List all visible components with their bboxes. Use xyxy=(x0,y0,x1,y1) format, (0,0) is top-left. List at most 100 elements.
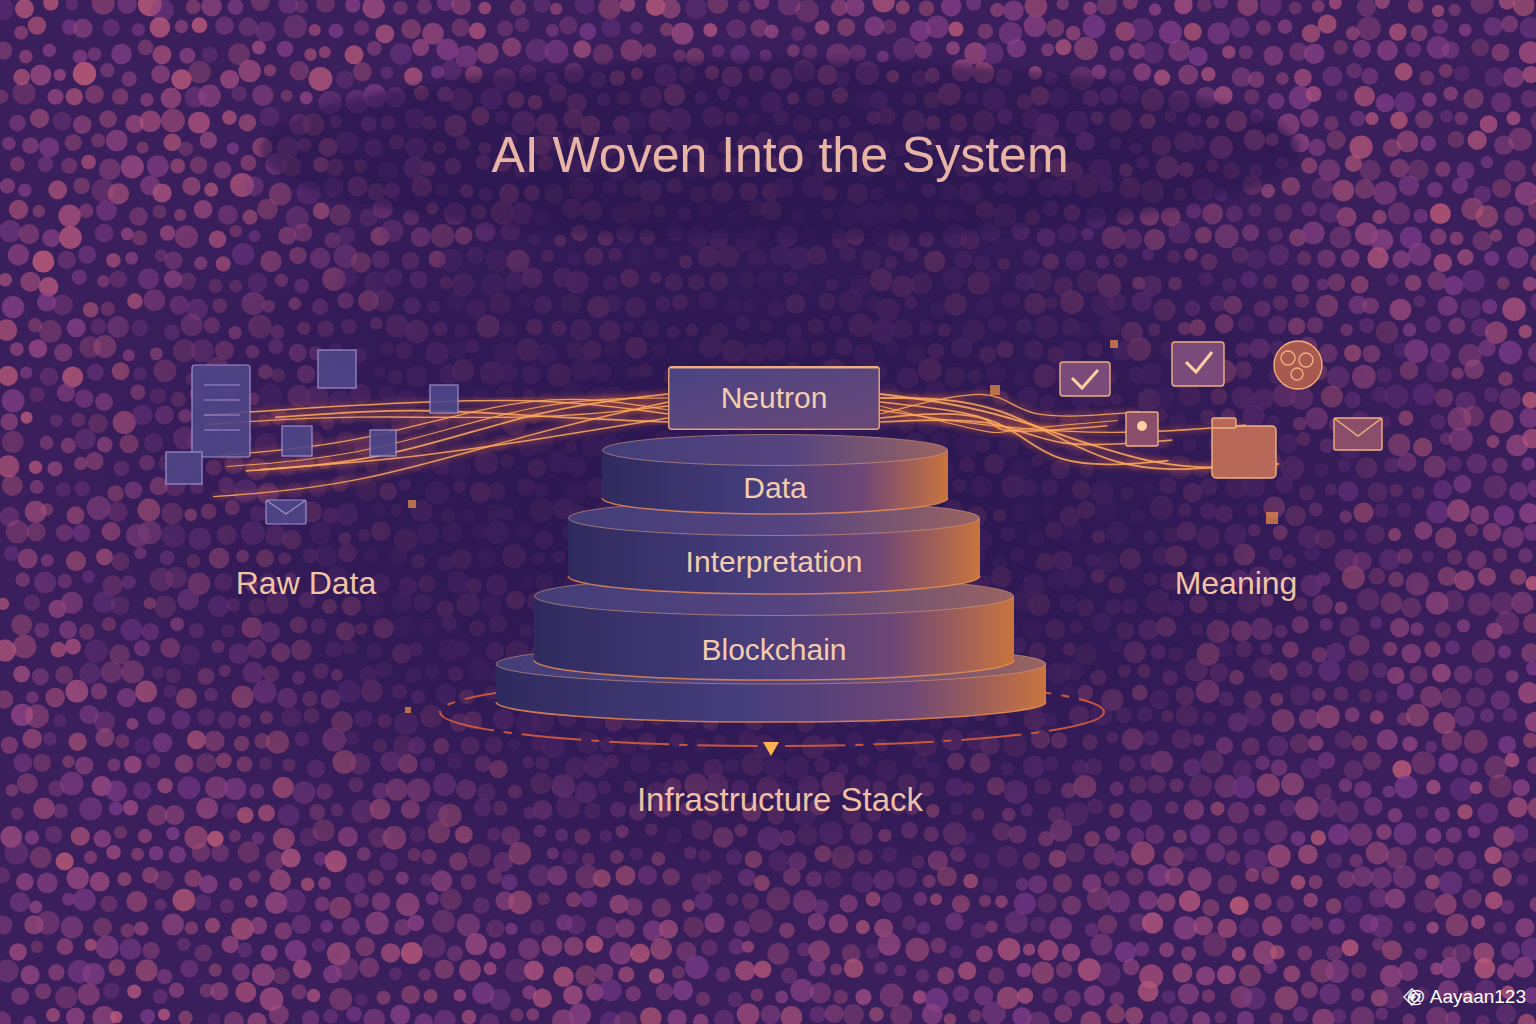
bokeh-dot xyxy=(497,20,513,36)
bokeh-dot xyxy=(255,21,275,41)
bokeh-dot xyxy=(1499,0,1515,10)
bokeh-dot xyxy=(546,24,559,37)
bokeh-dot xyxy=(136,141,148,153)
bokeh-dot xyxy=(1345,155,1362,172)
bokeh-dot xyxy=(73,19,93,39)
bokeh-dot xyxy=(1395,63,1413,81)
bokeh-dot xyxy=(1109,46,1124,61)
bokeh-dot xyxy=(121,155,144,178)
bokeh-dot xyxy=(1289,2,1302,15)
bokeh-dot xyxy=(106,130,128,152)
bokeh-dot xyxy=(1521,90,1536,108)
bokeh-dot xyxy=(1208,22,1230,44)
bokeh-dot xyxy=(362,0,385,19)
bokeh-dot xyxy=(345,45,364,64)
bokeh-dot xyxy=(1336,89,1348,101)
bokeh-dot xyxy=(1346,63,1362,79)
bokeh-dot xyxy=(121,228,134,241)
bokeh-dot xyxy=(685,0,707,19)
bokeh-dot xyxy=(1503,67,1524,88)
bokeh-dot xyxy=(966,0,981,11)
bokeh-dot xyxy=(1530,293,1536,311)
bokeh-dot xyxy=(873,0,895,12)
bokeh-dot xyxy=(0,413,18,431)
bokeh-dot xyxy=(59,226,82,249)
bokeh-dot xyxy=(117,0,137,14)
bokeh-dot xyxy=(78,246,96,264)
bokeh-dot xyxy=(845,0,865,17)
bokeh-dot xyxy=(13,666,30,683)
bokeh-dot xyxy=(222,110,237,125)
bokeh-dot xyxy=(574,0,594,15)
bokeh-dot xyxy=(1491,43,1509,61)
bokeh-dot xyxy=(1439,64,1453,78)
bokeh-dot xyxy=(1413,209,1428,224)
bokeh-dot xyxy=(14,26,28,40)
bokeh-dot xyxy=(2,296,24,318)
bokeh-dot xyxy=(412,39,429,56)
bokeh-dot xyxy=(161,109,185,133)
bokeh-dot xyxy=(1178,65,1198,85)
bokeh-dot xyxy=(601,18,621,38)
bokeh-dot xyxy=(436,39,458,61)
bokeh-dot xyxy=(1357,17,1381,41)
bokeh-dot xyxy=(300,91,313,104)
bokeh-dot xyxy=(353,62,372,81)
bokeh-dot xyxy=(1528,199,1536,220)
bokeh-dot xyxy=(1504,206,1524,226)
bokeh-dot xyxy=(1457,249,1473,265)
bokeh-dot xyxy=(1149,3,1161,15)
bokeh-dot xyxy=(1459,23,1472,36)
bokeh-dot xyxy=(1389,23,1407,41)
bokeh-dot xyxy=(1484,17,1503,36)
bokeh-dot xyxy=(277,41,293,57)
bokeh-dot xyxy=(190,156,208,174)
bokeh-dot xyxy=(919,1,935,17)
bokeh-dot xyxy=(316,0,335,13)
bokeh-dot xyxy=(1442,41,1460,59)
bokeh-dot xyxy=(1454,112,1468,126)
bokeh-dot xyxy=(65,0,77,11)
bokeh-dot xyxy=(9,200,28,219)
bokeh-dot xyxy=(73,62,96,85)
bokeh-dot xyxy=(926,15,949,38)
bokeh-dot xyxy=(163,133,181,151)
bokeh-dot xyxy=(1300,109,1319,128)
bokeh-dot xyxy=(0,41,12,59)
bokeh-dot xyxy=(252,85,273,106)
bokeh-dot xyxy=(91,133,105,147)
bokeh-dot xyxy=(150,17,171,38)
bokeh-dot xyxy=(281,90,293,102)
bokeh-dot xyxy=(309,24,321,36)
bokeh-dot xyxy=(202,46,218,62)
bokeh-dot xyxy=(1520,17,1536,38)
bokeh-dot xyxy=(510,0,526,16)
bokeh-dot xyxy=(1188,47,1207,66)
bokeh-dot xyxy=(61,158,77,174)
bokeh-dot xyxy=(295,0,308,13)
bokeh-dot xyxy=(139,111,161,133)
bokeh-dot xyxy=(1375,0,1390,9)
bokeh-dot xyxy=(1399,175,1419,195)
bokeh-dot xyxy=(32,251,54,273)
bokeh-dot xyxy=(1361,68,1378,85)
bokeh-dot xyxy=(1276,72,1289,85)
bokeh-dot xyxy=(52,294,73,315)
bokeh-dot xyxy=(479,2,492,15)
bokeh-dot xyxy=(1308,139,1325,156)
bokeh-dot xyxy=(1184,23,1202,41)
bokeh-dot xyxy=(1306,86,1322,102)
bokeh-dot xyxy=(1532,161,1536,177)
bokeh-dot xyxy=(1222,45,1235,58)
bokeh-dot xyxy=(9,115,26,132)
bokeh-dot xyxy=(88,47,102,61)
bokeh-dot xyxy=(1522,429,1536,449)
bokeh-dot xyxy=(238,60,261,83)
bokeh-dot xyxy=(390,43,412,65)
bokeh-dot xyxy=(1490,229,1502,241)
bokeh-dot xyxy=(32,668,49,685)
bokeh-dot xyxy=(1467,131,1486,150)
bokeh-dot xyxy=(941,0,961,16)
bokeh-dot xyxy=(1463,88,1483,108)
bokeh-dot xyxy=(417,0,432,14)
